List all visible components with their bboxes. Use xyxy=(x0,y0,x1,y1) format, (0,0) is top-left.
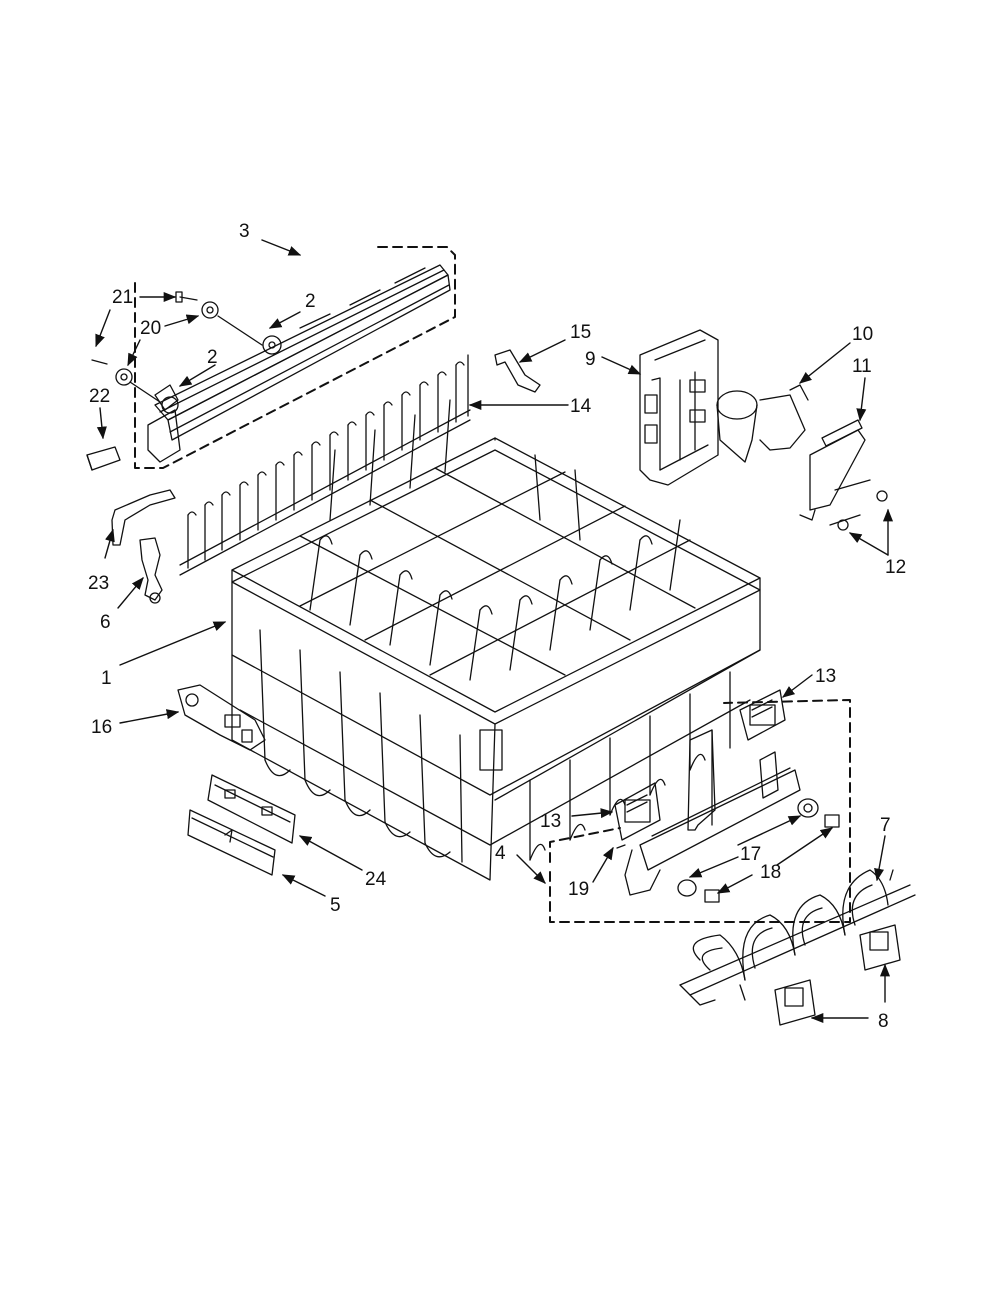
upper-rack-basket-part xyxy=(231,399,761,881)
arm-6-part xyxy=(139,537,163,604)
callout-12: 12 xyxy=(885,557,907,578)
clip-15-part xyxy=(494,349,541,393)
callout-24: 24 xyxy=(365,869,387,890)
tine-row-14-part xyxy=(179,354,471,576)
callout-13-upper: 13 xyxy=(815,666,837,687)
rack-adjuster-4-part xyxy=(616,729,840,903)
screw-21-part xyxy=(175,291,198,303)
bracket-16-part xyxy=(177,684,266,751)
callout-23: 23 xyxy=(88,573,110,594)
cover-5-part xyxy=(187,809,276,876)
leader-lines xyxy=(95,239,894,1024)
callout-9: 9 xyxy=(585,349,596,370)
bracket-9-part xyxy=(639,329,719,486)
callout-18: 18 xyxy=(760,862,782,883)
wheel-20-part xyxy=(201,301,219,319)
callout-4: 4 xyxy=(495,843,506,864)
lower-rack-adjuster-group-box xyxy=(549,699,851,923)
callout-3: 3 xyxy=(239,221,250,242)
clip-13-upper-part xyxy=(739,689,786,741)
callout-14: 14 xyxy=(570,396,592,417)
panel-24-part xyxy=(207,774,296,844)
callout-17: 17 xyxy=(740,844,762,865)
lower-rack-adjuster-group-box-upper xyxy=(549,827,621,863)
bracket-11-part xyxy=(809,419,866,511)
clip-8-right-part xyxy=(859,924,901,971)
callout-2-upper: 2 xyxy=(305,291,316,312)
upper-rail-group-box xyxy=(134,246,456,469)
lever-10-part xyxy=(716,384,809,463)
callout-16: 16 xyxy=(91,717,113,738)
clip-8-left-part xyxy=(774,979,816,1026)
callout-22: 22 xyxy=(89,386,111,407)
screws-12-part xyxy=(799,479,888,531)
handle-23-part xyxy=(111,489,176,546)
callout-13-lower: 13 xyxy=(540,811,562,832)
callout-5: 5 xyxy=(330,895,341,916)
callout-19: 19 xyxy=(568,879,590,900)
wheel-20-lower-part xyxy=(91,315,263,403)
callout-21: 21 xyxy=(112,287,134,308)
tine-assembly-7-part xyxy=(679,869,916,1006)
callout-6: 6 xyxy=(100,612,111,633)
end-cap-22-part xyxy=(86,446,121,471)
callout-11: 11 xyxy=(852,356,872,377)
callout-7: 7 xyxy=(880,815,891,836)
callout-15: 15 xyxy=(570,322,592,343)
clip-13-lower-part xyxy=(614,782,661,841)
callout-10: 10 xyxy=(852,324,874,345)
callout-20: 20 xyxy=(140,318,162,339)
callout-8: 8 xyxy=(878,1011,889,1032)
callout-1: 1 xyxy=(101,668,112,689)
callout-2-lower: 2 xyxy=(207,347,218,368)
upper-rail-part xyxy=(147,264,451,463)
